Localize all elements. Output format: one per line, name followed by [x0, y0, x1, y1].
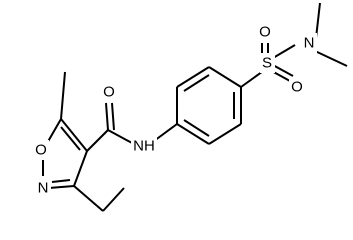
- bond-ring-c4-c5: [60, 118, 88, 152]
- bond-nh-phenyl: [153, 123, 178, 142]
- bond-ring-n2-c3-double: [51, 179, 71, 183]
- bond-methyl: [60, 71, 66, 120]
- bond-benzene-5: [208, 123, 242, 145]
- bond-benzene-3: [208, 66, 242, 88]
- bond-ethyl-1: [73, 185, 104, 212]
- atom-isoxazole-nitrogen: N: [35, 178, 51, 198]
- atom-symbol: N: [38, 180, 49, 197]
- bond-ethyl-2: [102, 187, 125, 212]
- atom-carbonyl-oxygen: O: [101, 82, 117, 102]
- bond-benzene-6: [176, 123, 210, 145]
- atom-symbol: O: [103, 84, 115, 101]
- atom-symbol: O: [291, 79, 303, 96]
- atom-symbol: O: [35, 142, 47, 159]
- atom-isoxazole-oxygen: O: [33, 140, 49, 160]
- atom-sulfonyl-oxygen-bottom: O: [289, 77, 305, 97]
- atom-symbol: O: [259, 24, 271, 41]
- bond-n-methyl-top: [315, 2, 321, 39]
- chemical-structure-diagram: O O S N O NH O N: [33, 2, 348, 212]
- bond-carbonyl-o: [105, 102, 109, 131]
- atom-sulfur: S: [260, 53, 275, 73]
- atom-symbol: NH: [133, 138, 155, 155]
- bond-benzene-2: [176, 66, 210, 88]
- bond-ring-c4-c5-double: [60, 126, 81, 151]
- bond-n-methyl-right: [314, 50, 348, 67]
- bond-lines: [42, 2, 348, 212]
- bond-carbonyl-nh: [107, 129, 133, 144]
- atom-symbol: N: [304, 35, 315, 52]
- bond-benzene-double-1: [183, 74, 210, 92]
- atom-symbol: S: [262, 55, 272, 72]
- bond-carbonyl-o-double: [111, 102, 115, 131]
- atom-sulfonyl-oxygen-top: O: [257, 22, 273, 42]
- atom-amide-nh: NH: [131, 136, 157, 156]
- bond-benzene-double-3: [183, 119, 210, 137]
- bond-c4-carbonyl: [86, 129, 109, 152]
- atom-dimethylamine-nitrogen: N: [301, 33, 317, 53]
- bond-ring-c3-c4: [73, 150, 88, 187]
- bond-ring-n2-c3: [48, 185, 75, 189]
- bond-s-n: [272, 44, 296, 59]
